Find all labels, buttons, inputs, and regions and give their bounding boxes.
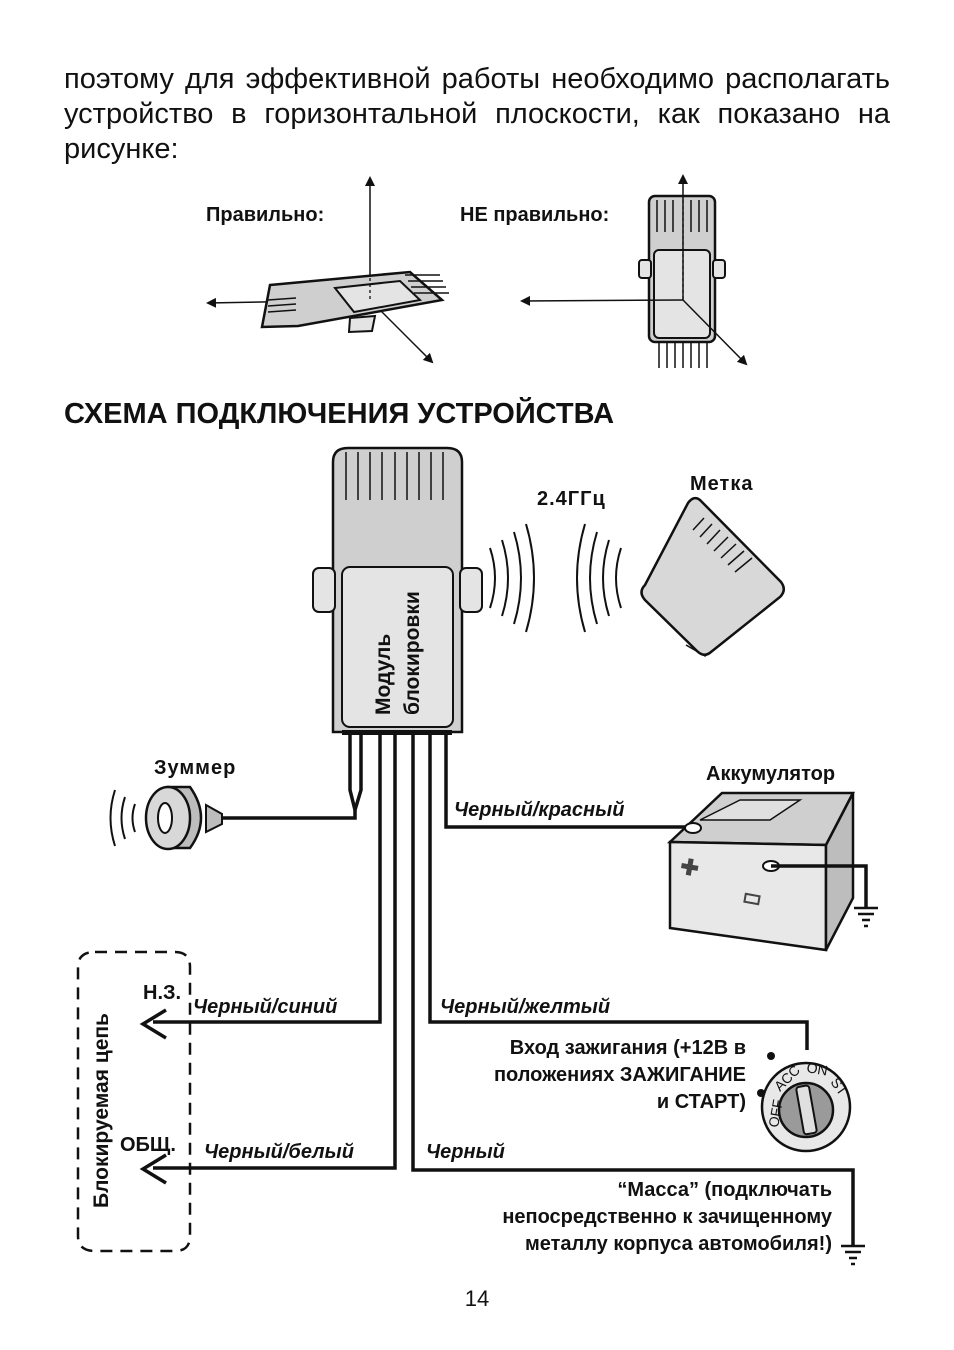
battery-ground-wire (771, 864, 868, 907)
ignition-text-line3: и СТАРТ) (657, 1091, 746, 1113)
buzzer-label: Зуммер (154, 757, 236, 779)
radio-waves-icon (489, 523, 622, 633)
wire-black-blue-label: Черный/синий (193, 996, 337, 1018)
ignition-pos-on: ON (805, 1059, 828, 1078)
page-number: 14 (465, 1286, 489, 1311)
correct-label: Правильно: (206, 204, 324, 226)
wire-black-white-label: Черный/белый (204, 1141, 354, 1163)
ground-note-line1: “Масса” (подключать (617, 1179, 832, 1201)
ground-note-line3: металлу корпуса автомобиля!) (525, 1233, 832, 1255)
module-label-line1: Модуль (372, 634, 395, 715)
common-arrow-icon (139, 1153, 167, 1185)
device-vertical-icon (520, 174, 748, 368)
nc-arrow-icon (139, 1008, 167, 1040)
device-horizontal-icon (206, 176, 449, 364)
wire-bundle (153, 735, 855, 1245)
battery-label: Аккумулятор (706, 763, 835, 785)
section-title: СХЕМА ПОДКЛЮЧЕНИЯ УСТРОЙСТВА (64, 396, 614, 430)
chassis-ground-icon (841, 1244, 865, 1266)
module-label-line2: блокировки (401, 591, 424, 715)
ground-note-line2: непосредственно к зачищенному (502, 1206, 833, 1228)
ignition-switch-icon: OFF ACC ON ST (757, 1052, 852, 1153)
ground-icon (854, 906, 878, 928)
tag-label: Метка (690, 473, 753, 495)
key-tag-icon (640, 496, 785, 657)
ignition-text-line2: положениях ЗАЖИГАНИЕ (494, 1064, 746, 1086)
wire-black-yellow-label: Черный/желтый (440, 996, 610, 1018)
ignition-text-line1: Вход зажигания (+12В в (510, 1037, 746, 1059)
incorrect-label: НЕ правильно: (460, 204, 609, 226)
blocked-circuit-label: Блокируемая цепь (90, 1013, 113, 1208)
frequency-label: 2.4ГГц (537, 488, 606, 510)
battery-icon: ✚ (666, 791, 856, 952)
buzzer-icon (109, 785, 223, 851)
nc-label: Н.З. (143, 982, 181, 1004)
ignition-pos-off: OFF (765, 1098, 786, 1128)
minus-icon (743, 892, 761, 906)
wire-black-red-label: Черный/красный (454, 799, 624, 821)
wire-black-label: Черный (426, 1141, 505, 1163)
common-label: ОБЩ. (120, 1134, 176, 1156)
blocking-module: Модуль блокировки (312, 446, 483, 735)
plus-icon: ✚ (678, 853, 700, 881)
intro-paragraph: поэтому для эффективной работы необходим… (64, 63, 890, 165)
